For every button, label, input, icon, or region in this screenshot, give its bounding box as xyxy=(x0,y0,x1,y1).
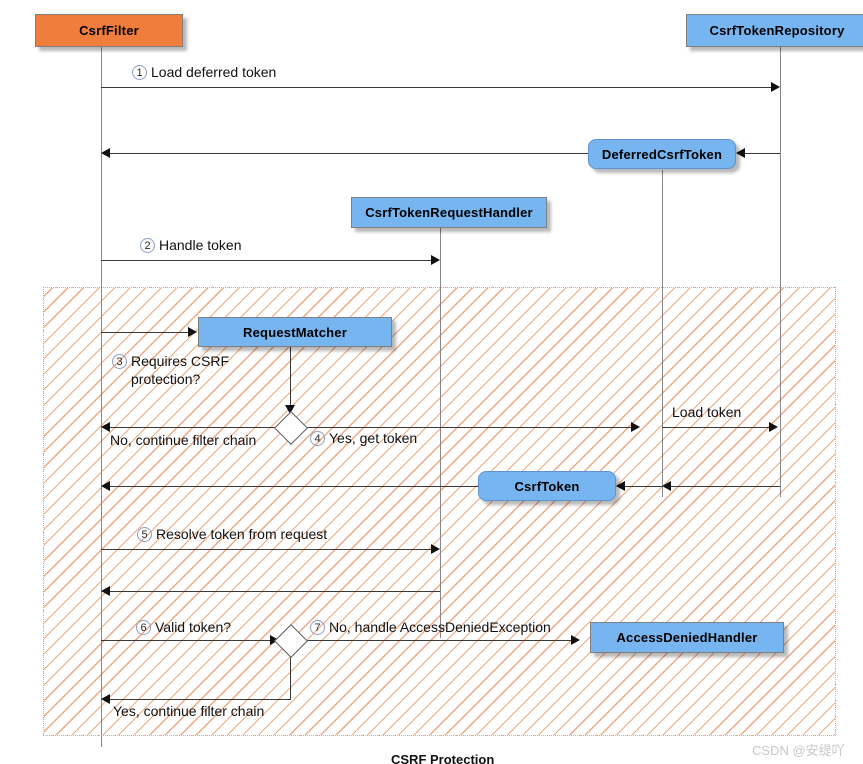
region-caption: CSRF Protection xyxy=(391,752,495,764)
participant-access-denied-handler[interactable]: AccessDeniedHandler xyxy=(590,622,784,653)
message-arrowhead-3 xyxy=(188,327,197,337)
message-label-3: 3 Requires CSRF protection? xyxy=(112,353,292,388)
message-arrowhead-7 xyxy=(571,635,580,645)
message-line-2 xyxy=(101,260,433,261)
step-number-2: 2 xyxy=(140,238,155,253)
message-line-7 xyxy=(301,640,573,641)
lifeline-csrf-token-repository xyxy=(780,47,781,497)
message-text-1: Load deferred token xyxy=(151,64,277,80)
participant-csrf-token-repository[interactable]: CsrfTokenRepository xyxy=(686,14,863,47)
return-arrowhead-csrf-token xyxy=(616,481,625,491)
request-matcher-to-decision-line xyxy=(290,347,291,407)
no-continue-filter-chain-line xyxy=(110,427,280,428)
return-line-repository-to-deferred-2 xyxy=(671,486,780,487)
lifeline-csrf-filter xyxy=(101,47,102,747)
message-text-4: Yes, get token xyxy=(329,430,418,446)
participant-label: CsrfFilter xyxy=(79,23,139,38)
return-line-deferred-to-csrf-token xyxy=(625,486,662,487)
return-line-repository-to-deferred xyxy=(745,153,780,154)
step-number-6: 6 xyxy=(136,620,151,635)
label-no-continue-filter-chain: No, continue filter chain xyxy=(110,432,257,448)
message-text-6: Valid token? xyxy=(155,619,232,635)
participant-label: CsrfTokenRepository xyxy=(709,23,845,38)
return-arrowhead-repository-to-deferred xyxy=(736,148,745,158)
request-matcher-to-decision-arrowhead xyxy=(285,405,295,414)
message-arrowhead-4 xyxy=(631,422,640,432)
message-text-5: Resolve token from request xyxy=(156,526,328,542)
message-line-4 xyxy=(301,427,633,428)
participant-label: AccessDeniedHandler xyxy=(616,630,758,645)
return-line-deferred-token xyxy=(110,153,588,154)
participant-label: DeferredCsrfToken xyxy=(601,146,723,162)
message-line-5 xyxy=(101,549,433,550)
message-text-7: No, handle AccessDeniedException xyxy=(329,619,551,635)
yes-continue-filter-chain-hline xyxy=(110,699,291,700)
csdn-watermark: CSDN @安缇吖 xyxy=(752,743,845,758)
csrf-protection-region xyxy=(43,287,836,736)
load-token-arrowhead xyxy=(769,422,778,432)
step-number-7: 7 xyxy=(310,620,325,635)
return-arrowhead-repository-2 xyxy=(662,481,671,491)
step-number-1: 1 xyxy=(132,65,147,80)
participant-csrf-token-request-handler[interactable]: CsrfTokenRequestHandler xyxy=(351,197,547,228)
message-label-5: 5 Resolve token from request xyxy=(137,526,327,544)
lifeline-csrf-token-request-handler xyxy=(440,228,441,638)
load-token-line xyxy=(662,427,771,428)
participant-label: CsrfToken xyxy=(514,478,580,494)
message-arrowhead-1 xyxy=(771,82,780,92)
return-line-request-handler xyxy=(110,591,440,592)
message-label-1: 1 Load deferred token xyxy=(132,64,276,82)
message-label-4: 4 Yes, get token xyxy=(310,430,417,448)
message-arrowhead-5 xyxy=(431,544,440,554)
message-line-6 xyxy=(101,640,277,641)
no-continue-filter-chain-arrowhead xyxy=(101,422,110,432)
message-text-2: Handle token xyxy=(159,237,242,253)
step-number-3: 3 xyxy=(112,354,127,369)
message-label-2: 2 Handle token xyxy=(140,237,242,255)
step-number-4: 4 xyxy=(310,431,325,446)
label-load-token: Load token xyxy=(672,404,742,420)
participant-label: RequestMatcher xyxy=(243,324,347,340)
return-arrowhead-deferred-token xyxy=(101,148,110,158)
message-text-3-line1: Requires CSRF xyxy=(131,353,230,369)
message-text-3-line2: protection? xyxy=(131,370,201,387)
return-arrowhead-csrf-token-to-filter xyxy=(101,481,110,491)
participant-csrf-filter[interactable]: CsrfFilter xyxy=(35,14,183,47)
participant-deferred-csrf-token[interactable]: DeferredCsrfToken xyxy=(588,139,736,169)
message-line-1 xyxy=(101,87,773,88)
yes-continue-filter-chain-vline xyxy=(290,651,291,699)
yes-continue-filter-chain-arrowhead xyxy=(101,694,110,704)
participant-request-matcher[interactable]: RequestMatcher xyxy=(198,317,392,347)
message-arrowhead-2 xyxy=(431,255,440,265)
participant-label: CsrfTokenRequestHandler xyxy=(365,205,533,220)
participant-csrf-token[interactable]: CsrfToken xyxy=(478,471,616,501)
return-arrowhead-request-handler xyxy=(101,586,110,596)
label-yes-continue-filter-chain: Yes, continue filter chain xyxy=(113,703,265,719)
message-label-6: 6 Valid token? xyxy=(136,619,231,637)
return-line-csrf-token-to-filter xyxy=(110,486,478,487)
message-line-3 xyxy=(101,332,189,333)
step-number-5: 5 xyxy=(137,527,152,542)
lifeline-deferred-csrf-token xyxy=(662,170,663,497)
message-label-7: 7 No, handle AccessDeniedException xyxy=(310,619,551,637)
